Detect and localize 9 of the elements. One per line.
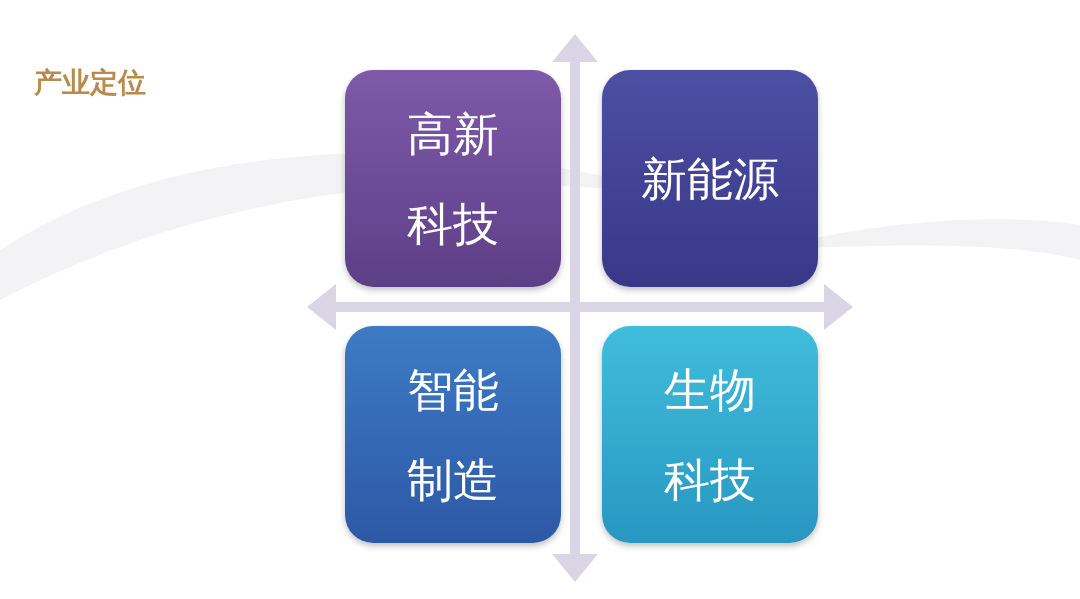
quadrant-box (602, 326, 818, 543)
quadrant-box (602, 70, 818, 287)
quadrant-box (345, 326, 561, 543)
box-label: 高新科技 (406, 105, 500, 253)
box-label: 生物科技 (663, 361, 757, 509)
box-label: 新能源 (640, 150, 780, 208)
box-label: 智能制造 (406, 361, 500, 509)
slide-title: 产业定位 (34, 65, 146, 101)
quadrant-box (345, 70, 561, 287)
